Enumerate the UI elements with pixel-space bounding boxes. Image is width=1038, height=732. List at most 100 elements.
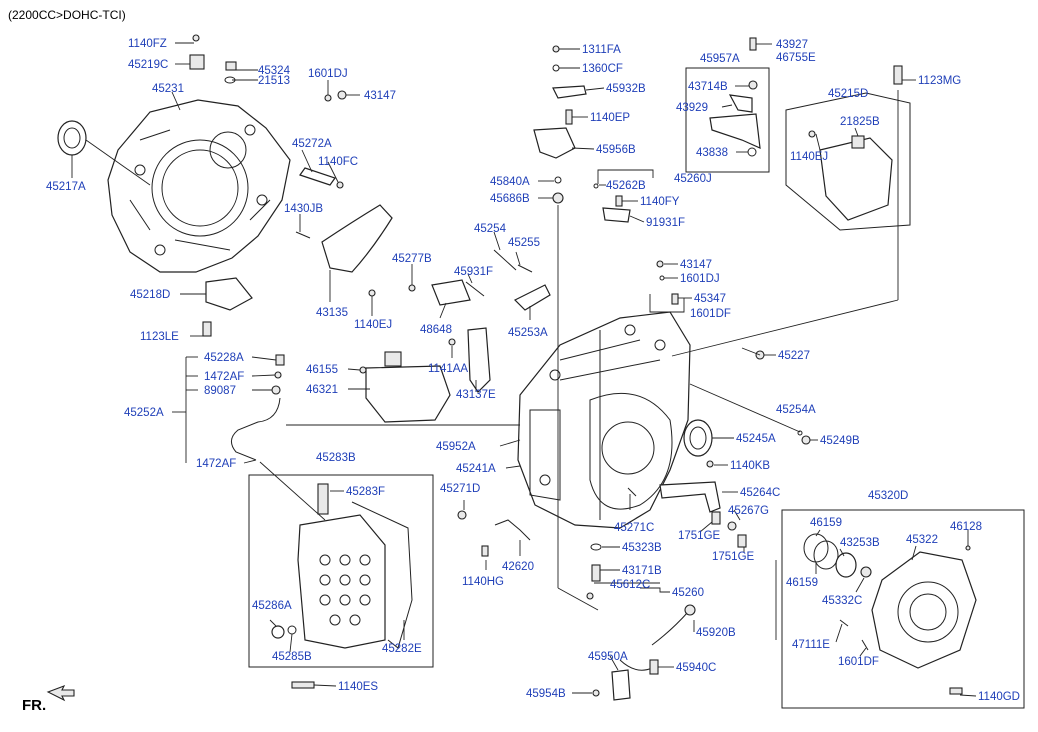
seal-47111e xyxy=(839,619,849,627)
label-45215d: 45215D xyxy=(828,88,868,100)
label-45322: 45322 xyxy=(906,534,938,546)
bolt-1140es xyxy=(291,681,315,689)
plug-45271c xyxy=(627,487,637,497)
oil-seal-45245a xyxy=(683,419,713,457)
bearing-45332c xyxy=(860,566,872,578)
pin-46128 xyxy=(965,545,971,551)
label-1140fy: 1140FY xyxy=(640,196,680,208)
label-45950a: 45950A xyxy=(588,651,628,663)
bracket-43137e xyxy=(467,327,491,393)
lever-48648 xyxy=(431,279,471,306)
bolt-1140fy xyxy=(615,195,623,207)
fitting-1751ge xyxy=(711,511,721,525)
label-1140es: 1140ES xyxy=(338,681,378,693)
oring-45323b xyxy=(590,543,602,551)
front-arrow-icon xyxy=(46,684,75,702)
oring-46159-b xyxy=(813,540,839,570)
solenoid-45286a xyxy=(271,625,285,639)
label-1472af-b: 1472AF xyxy=(196,458,236,470)
label-45277b: 45277B xyxy=(392,253,432,265)
label-45920b: 45920B xyxy=(696,627,736,639)
label-45324: 45324 xyxy=(258,65,291,77)
lever-43929 xyxy=(728,94,753,113)
label-45227: 45227 xyxy=(778,350,810,362)
label-43838: 43838 xyxy=(696,147,728,159)
label-43137e: 43137E xyxy=(456,389,496,401)
label-45272a: 45272A xyxy=(292,138,332,150)
bracket-45272a xyxy=(299,167,336,186)
switch-45956b xyxy=(533,127,576,159)
gasket-45282e xyxy=(351,501,413,649)
sensor-wire-45940c xyxy=(619,659,653,671)
label-45254a: 45254A xyxy=(776,404,816,416)
label-45956b: 45956B xyxy=(596,144,636,156)
label-42620: 42620 xyxy=(502,561,534,573)
oring-45840a xyxy=(554,176,562,184)
label-1472af-a: 1472AF xyxy=(204,371,244,383)
label-45840a: 45840A xyxy=(490,176,530,188)
label-1311fa: 1311FA xyxy=(582,44,621,56)
bolt-43147 xyxy=(337,90,347,100)
rear-cover-group-box xyxy=(781,509,1025,709)
washer-1360cf xyxy=(552,64,560,72)
bracket-45219c xyxy=(189,54,205,70)
fitting-1751ge-b xyxy=(737,534,747,548)
label-43171b: 43171B xyxy=(622,565,662,577)
label-89087: 89087 xyxy=(204,385,236,397)
label-45285b: 45285B xyxy=(272,651,312,663)
label-46155: 46155 xyxy=(306,364,338,376)
label-1140hg: 1140HG xyxy=(462,576,504,588)
label-45254: 45254 xyxy=(474,223,507,235)
label-45283b: 45283B xyxy=(316,452,356,464)
plug-45686b xyxy=(552,192,564,204)
bracket-group-box xyxy=(685,67,770,173)
rear-cover-45322 xyxy=(871,551,977,669)
plug-45271d xyxy=(457,510,467,520)
oil-pipe-45264c xyxy=(659,481,721,513)
rod-42620 xyxy=(494,519,531,541)
bolt-45283f xyxy=(317,483,329,515)
mount-45218d xyxy=(205,277,253,311)
pin-45931f xyxy=(465,281,485,297)
label-47111e: 47111E xyxy=(792,639,830,651)
shaft-45254 xyxy=(493,249,517,271)
label-45252a: 45252A xyxy=(124,407,164,419)
bracket-45957a xyxy=(709,113,761,149)
plug-1601dj-b xyxy=(659,275,665,281)
bolt-1123le xyxy=(202,321,212,337)
deflector-43135 xyxy=(321,204,393,273)
label-45282e: 45282E xyxy=(382,643,422,655)
mount-45215d xyxy=(819,137,893,221)
label-43929: 43929 xyxy=(676,102,708,114)
oil-strainer-46321 xyxy=(365,365,451,423)
label-46159-a: 46159 xyxy=(810,517,842,529)
label-45952a: 45952A xyxy=(436,441,476,453)
bracket-45932b xyxy=(552,85,587,99)
bolt-43927 xyxy=(749,37,757,51)
bolt-1140fc xyxy=(336,181,344,189)
label-45286a: 45286A xyxy=(252,600,292,612)
label-45940c: 45940C xyxy=(676,662,716,674)
clip-89087 xyxy=(271,385,281,395)
label-1601df-a: 1601DF xyxy=(690,308,731,320)
label-1123le: 1123LE xyxy=(140,331,179,343)
nut-43838 xyxy=(747,147,757,157)
label-43253b: 43253B xyxy=(840,537,880,549)
label-1140ej-b: 1140EJ xyxy=(790,151,828,163)
label-45283f: 45283F xyxy=(346,486,385,498)
label-45241a: 45241A xyxy=(456,463,496,475)
strainer-neck xyxy=(384,351,402,367)
bolt-46155 xyxy=(359,366,367,374)
front-direction-label: FR. xyxy=(22,697,47,714)
label-1140ej-a: 1140EJ xyxy=(354,319,392,331)
label-45262b: 45262B xyxy=(606,180,646,192)
label-45249b: 45249B xyxy=(820,435,860,447)
cap-45324 xyxy=(225,61,237,71)
washer-45254a xyxy=(797,430,803,436)
label-45245a: 45245A xyxy=(736,433,776,445)
label-45271c: 45271C xyxy=(614,522,654,534)
label-45932b: 45932B xyxy=(606,83,646,95)
label-46159-b: 46159 xyxy=(786,577,818,589)
bolt-45954b xyxy=(592,689,600,697)
pin-1601df xyxy=(861,639,869,651)
